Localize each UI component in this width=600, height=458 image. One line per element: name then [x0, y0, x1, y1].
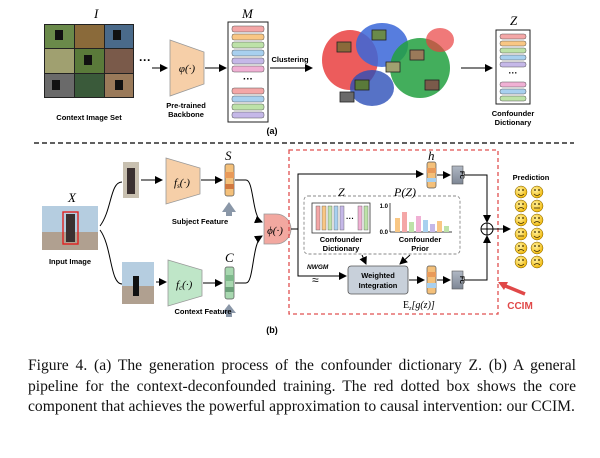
fc-box-bottom [451, 270, 464, 290]
ccim-box [288, 149, 499, 315]
fc-trapezoid [167, 259, 203, 307]
prior-chart [389, 203, 452, 233]
I-label: I [93, 6, 99, 21]
prior-label-2: Prior [411, 244, 429, 253]
phi-label-b: ϕ(·) [267, 225, 283, 237]
dictionary-stack-b: ··· [311, 202, 371, 234]
context-ellipsis: ··· [139, 53, 151, 67]
branch-to-subject [99, 181, 123, 227]
C-to-phi [235, 235, 263, 284]
input-image [42, 206, 98, 250]
Z-label-a: Z [510, 13, 518, 28]
fc-function: fc(·) [176, 279, 193, 292]
sum-node [480, 222, 494, 236]
phi-to-h [297, 170, 424, 229]
prior-tick-top: 1.0 [380, 204, 389, 210]
emoji-mouths [517, 193, 541, 266]
context-crop-image [122, 262, 154, 304]
h-label: h [428, 148, 435, 163]
prior-tick-bottom: 0.0 [380, 230, 389, 236]
dictionary-stack-a: ··· [495, 29, 531, 105]
weighted-label-1: Weighted [361, 271, 395, 280]
prediction-label: Prediction [513, 173, 550, 182]
feature-stack-m: ··· [227, 21, 269, 123]
part-b: X Input Image fs(·) [42, 148, 550, 335]
h-feature-vector [426, 161, 437, 189]
svg-text:···: ··· [243, 74, 253, 85]
subject-crop-image [123, 162, 139, 198]
nwgm-label: NWGM [307, 264, 329, 271]
fc-top-to-sum [464, 174, 491, 223]
branch-to-context [99, 229, 123, 285]
backbone-phi: φ(·) [179, 63, 195, 75]
backbone-label-2: Backbone [168, 110, 204, 119]
fc-bottom-to-sum [464, 235, 491, 281]
prior-label-1: Confounder [399, 235, 442, 244]
context-image-grid [44, 24, 134, 98]
weighted-label-2: Integration [359, 281, 398, 290]
S-to-phi [235, 179, 263, 224]
Z-to-weighted [359, 254, 367, 265]
svg-text:···: ··· [346, 214, 354, 223]
panel-label-b: (b) [266, 325, 278, 335]
subject-feature-vector [224, 163, 235, 197]
Z-label-b: Z [338, 185, 345, 199]
subject-feature-label: Subject Feature [172, 217, 228, 226]
clustering-label: Clustering [271, 55, 309, 64]
fc-box-top [451, 165, 464, 185]
diagram: I M Z ··· Context Image Set φ(·) Pre-tra… [34, 6, 574, 335]
dictionary-label-b-2: Dictionary [323, 244, 361, 253]
ccim-arrow [502, 283, 526, 296]
weighted-integration-box [347, 265, 409, 295]
context-feature-label: Context Feature [174, 307, 231, 316]
phi-node [263, 213, 292, 245]
figure-caption: Figure 4. (a) The generation process of … [28, 357, 576, 415]
PZ-to-weighted [399, 254, 411, 265]
PZ-label: P(Z) [393, 185, 416, 199]
expectation-label: Ez[g(z)] [403, 300, 435, 312]
fc-box-top-label: FC [458, 171, 464, 180]
subject-feature-pointer [222, 202, 236, 216]
S-label: S [225, 148, 232, 163]
backbone-label-1: Pre-trained [166, 101, 206, 110]
prediction-emojis [514, 185, 544, 269]
fc-box-bottom-label: FC [458, 276, 464, 285]
part-a: I M Z ··· Context Image Set φ(·) Pre-tra… [44, 6, 534, 136]
X-label: X [67, 190, 77, 205]
ccim-arrow-head [498, 282, 508, 290]
context-feature-pointer [222, 304, 236, 317]
context-set-label: Context Image Set [56, 113, 122, 122]
M-label: M [241, 6, 254, 21]
panel-label-a: (a) [267, 126, 278, 136]
nwgm-approx: ≈ [312, 273, 319, 287]
context-feature-vector [224, 266, 235, 300]
cluster-scatter [318, 20, 456, 120]
svg-text:···: ··· [509, 68, 518, 78]
dictionary-label-a-2: Dictionary [495, 118, 533, 127]
ccim-label: CCIM [507, 301, 533, 312]
phi-to-weighted [297, 229, 347, 280]
fs-trapezoid [165, 157, 201, 205]
input-image-label: Input Image [49, 257, 91, 266]
emoji-faces [518, 189, 540, 261]
dictionary-label-b-1: Confounder [320, 235, 363, 244]
integrated-feature-vector [426, 265, 437, 295]
C-label: C [225, 250, 234, 265]
backbone-trapezoid [169, 39, 205, 97]
fs-function: fs(·) [174, 177, 190, 190]
dictionary-label-a-1: Confounder [492, 109, 535, 118]
